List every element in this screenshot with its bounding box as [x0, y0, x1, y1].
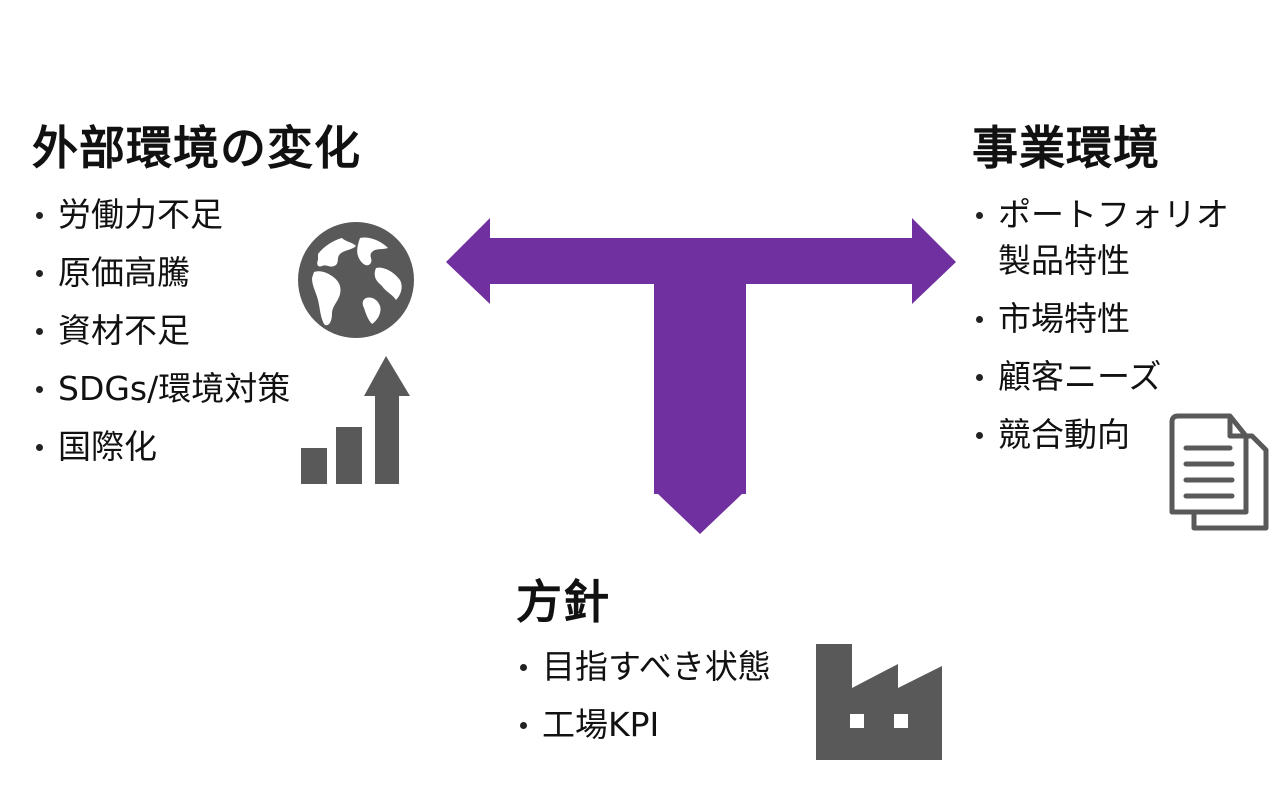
list-item: 競合動向	[972, 406, 1229, 464]
list-item: 目指すべき状態	[516, 638, 771, 696]
list-item: 市場特性	[972, 290, 1229, 348]
list-item: 原価高騰	[32, 244, 361, 302]
business-environment-list: ポートフォリオ 製品特性 市場特性 顧客ニーズ 競合動向	[972, 186, 1229, 464]
external-environment-title: 外部環境の変化	[32, 121, 361, 175]
document-icon	[1168, 410, 1272, 534]
list-item: 資材不足	[32, 302, 361, 360]
business-environment-title: 事業環境	[972, 121, 1160, 175]
list-item: 国際化	[32, 418, 361, 476]
policy-list: 目指すべき状態 工場KPI	[516, 638, 771, 754]
bar-chart-up-icon	[298, 352, 414, 488]
list-item: 工場KPI	[516, 696, 771, 754]
list-item: 顧客ニーズ	[972, 348, 1229, 406]
t-arrow-icon	[444, 218, 958, 536]
external-environment-list: 労働力不足 原価高騰 資材不足 SDGs/環境対策 国際化	[32, 186, 361, 476]
list-item: SDGs/環境対策	[32, 360, 361, 418]
external-environment-section: 外部環境の変化 労働力不足 原価高騰 資材不足 SDGs/環境対策 国際化	[32, 120, 361, 476]
business-environment-section: 事業環境 ポートフォリオ 製品特性 市場特性 顧客ニーズ 競合動向	[972, 120, 1229, 464]
list-item: 労働力不足	[32, 186, 361, 244]
list-item: ポートフォリオ	[972, 186, 1229, 244]
policy-title: 方針	[516, 575, 610, 629]
factory-icon	[814, 640, 948, 762]
list-item: 製品特性	[998, 241, 1130, 280]
policy-section: 方針 目指すべき状態 工場KPI	[516, 574, 771, 754]
globe-icon	[296, 220, 416, 340]
